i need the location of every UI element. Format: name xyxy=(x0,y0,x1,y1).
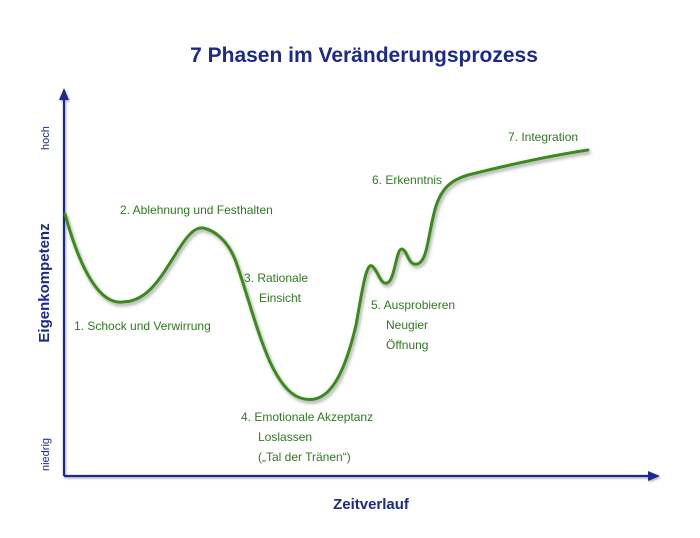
x-axis-arrow-icon xyxy=(648,471,660,481)
change-curve xyxy=(63,148,590,402)
diagram-title: 7 Phasen im Veränderungsprozess xyxy=(190,44,538,67)
y-axis-title: Eigenkompetenz xyxy=(36,223,53,342)
y-axis-low-label: niedrig xyxy=(40,438,52,471)
x-axis-title: Zeitverlauf xyxy=(333,496,410,513)
phase-3-label: 3. Rationale Einsicht xyxy=(244,271,311,305)
phase-6-label: 6. Erkenntnis xyxy=(372,173,442,187)
phase-7-label: 7. Integration xyxy=(508,130,578,144)
phase-2-label: 2. Ablehnung und Festhalten xyxy=(120,203,273,217)
y-axis-arrow-icon xyxy=(59,88,69,100)
y-axis-high-label: hoch xyxy=(40,126,52,150)
phase-5-label: 5. Ausprobieren Neugier Öffnung xyxy=(371,298,458,352)
phase-1-label: 1. Schock und Verwirrung xyxy=(74,319,211,333)
axes xyxy=(59,88,660,481)
phase-4-label: 4. Emotionale Akzeptanz Loslassen („Tal … xyxy=(241,410,376,464)
